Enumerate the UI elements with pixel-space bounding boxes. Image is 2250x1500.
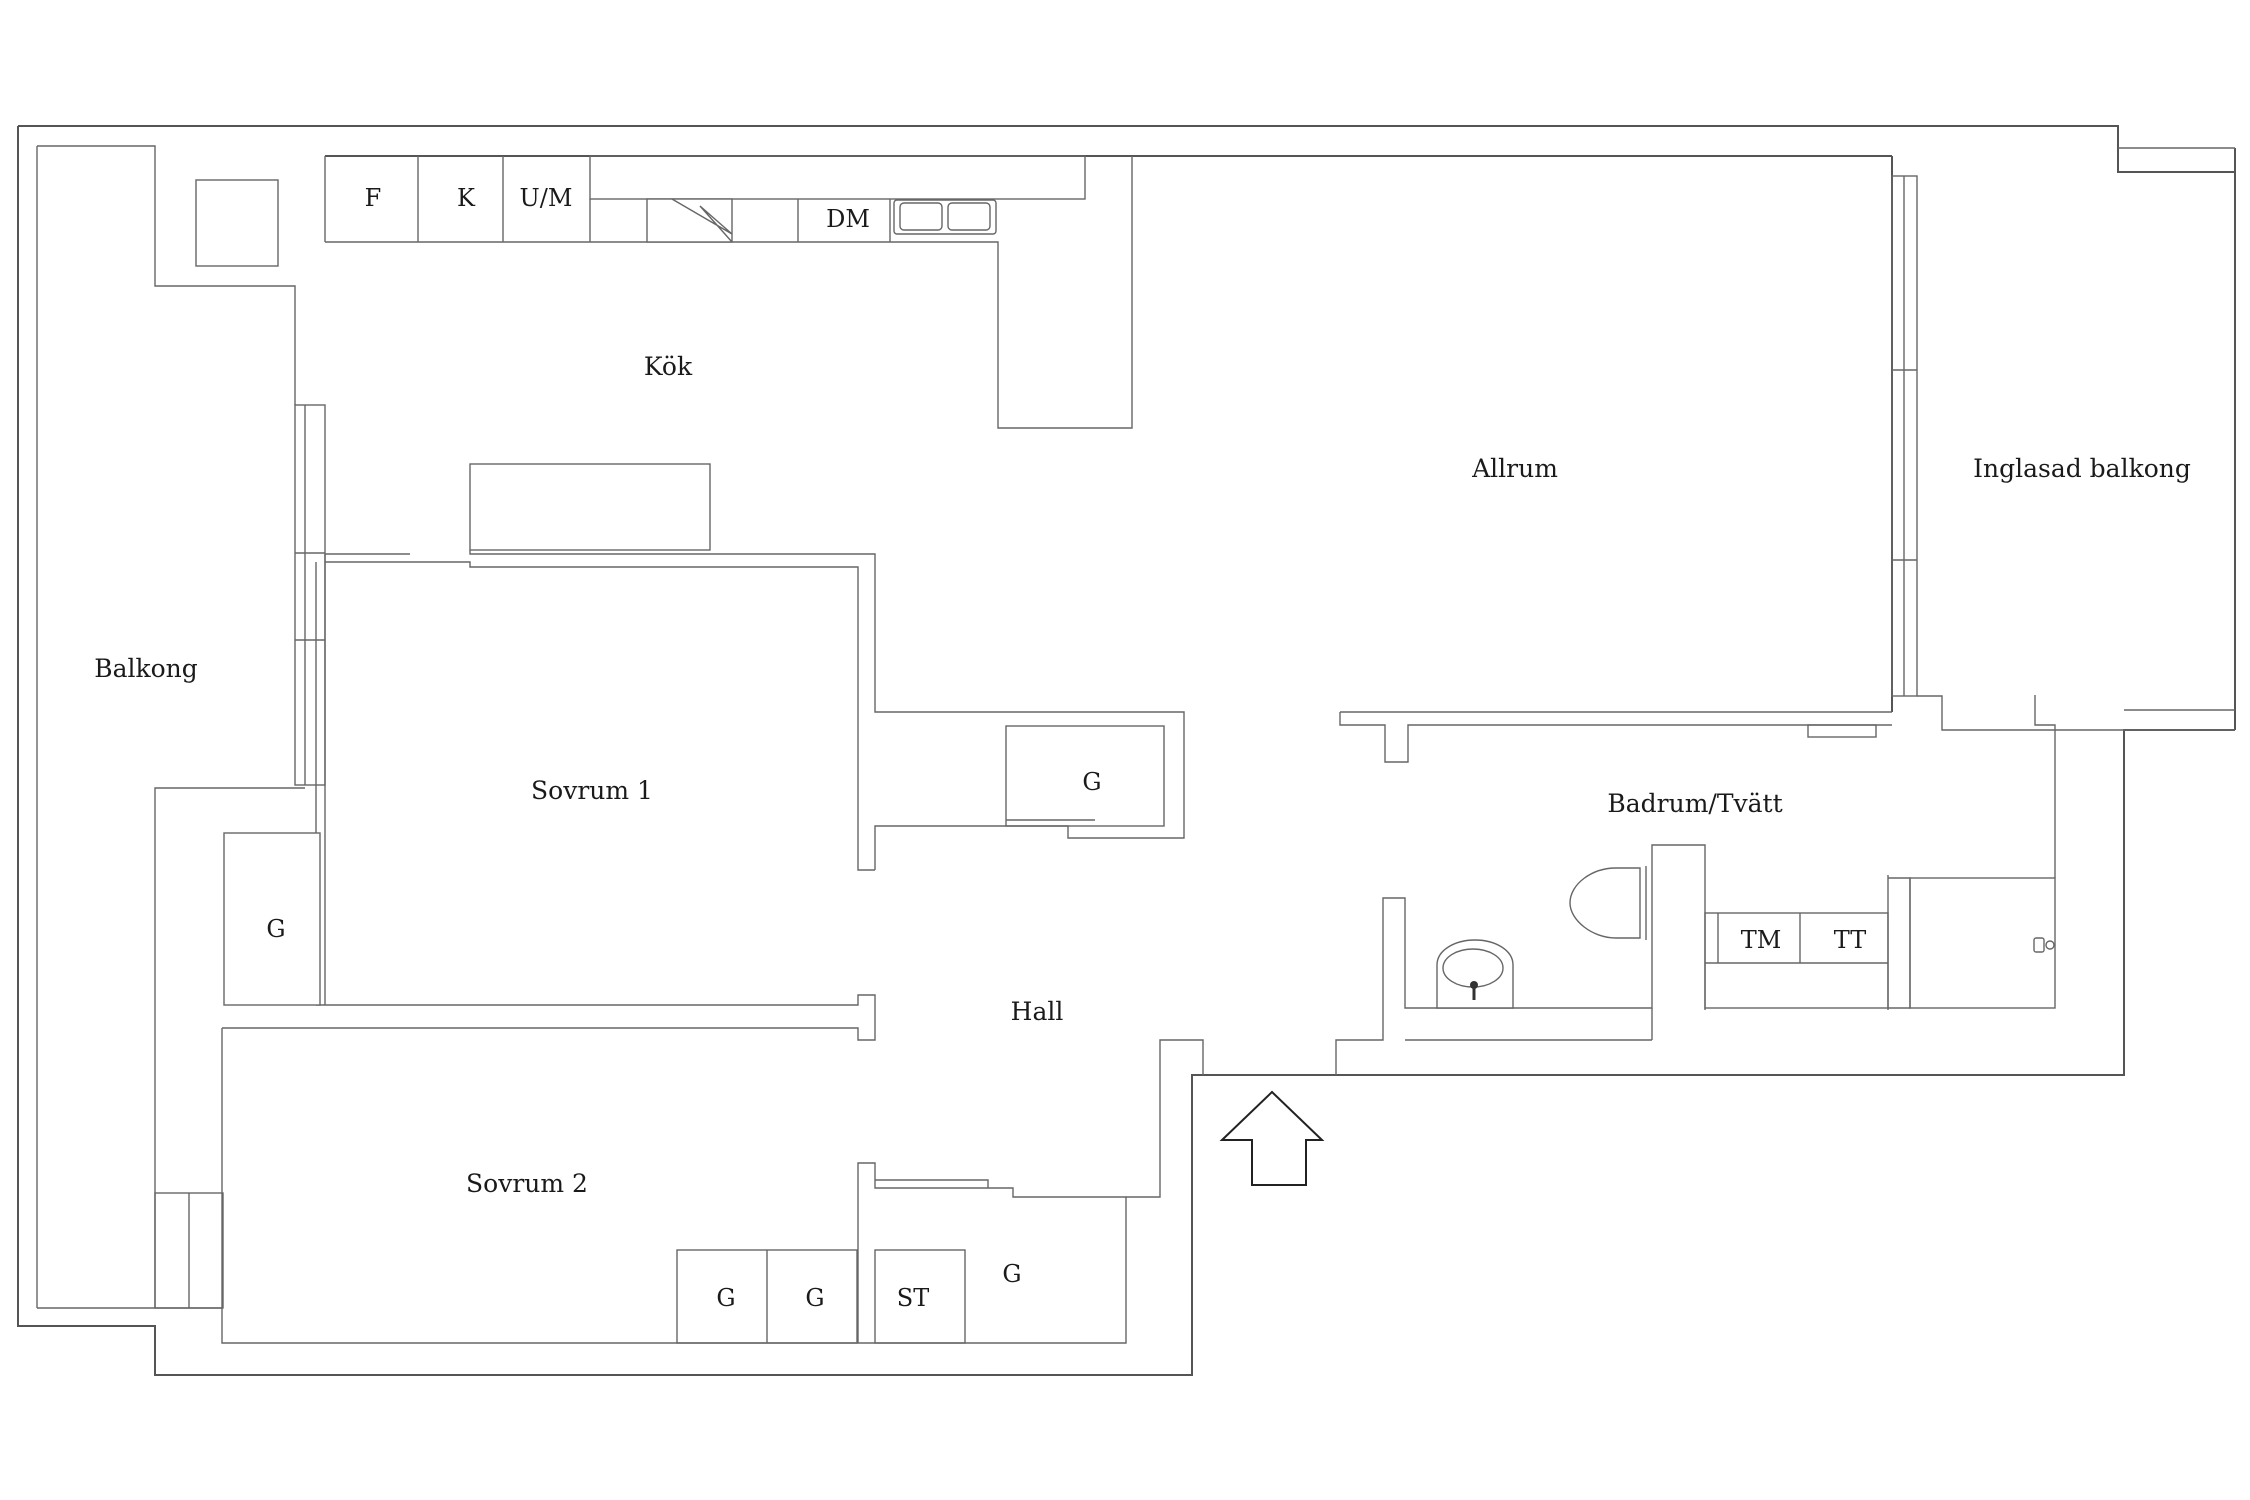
fixture-label-wardrobe-entrance: G bbox=[1002, 1260, 1021, 1288]
fixture-label-freezer: K bbox=[457, 184, 476, 212]
room-label-kok: Kök bbox=[644, 352, 693, 381]
bathroom-walls bbox=[1335, 695, 2056, 1075]
fixture-label-wardrobe-sovrum2-a: G bbox=[716, 1284, 735, 1312]
sovrum-2-walls bbox=[221, 1028, 1204, 1344]
upper-cabinet bbox=[589, 155, 1086, 200]
fixture-label-fridge: F bbox=[365, 184, 382, 212]
shower-area bbox=[1909, 877, 2056, 1009]
room-label-inglasad-balkong: Inglasad balkong bbox=[1973, 454, 2191, 483]
fixture-label-oven: U/M bbox=[520, 184, 573, 212]
outer-walls bbox=[17, 125, 2236, 1376]
entrance-arrow-icon bbox=[1219, 1090, 1325, 1186]
balkong-area bbox=[36, 145, 326, 1309]
sink-icon bbox=[1436, 939, 1514, 1009]
fixture-label-dishwasher: DM bbox=[826, 205, 870, 233]
sovrum-1-walls bbox=[222, 550, 1185, 1041]
fixture-label-dryer: TT bbox=[1834, 926, 1866, 954]
fixture-label-storage: ST bbox=[897, 1284, 929, 1312]
room-label-allrum: Allrum bbox=[1471, 454, 1558, 483]
room-label-hall: Hall bbox=[1011, 997, 1064, 1026]
room-label-sovrum-1: Sovrum 1 bbox=[531, 776, 653, 805]
toilet-icon bbox=[1569, 866, 1647, 940]
allrum-walls bbox=[1339, 156, 2235, 763]
fixture-label-washer: TM bbox=[1741, 926, 1782, 954]
kitchen-island bbox=[469, 463, 711, 551]
room-label-badrum: Badrum/Tvätt bbox=[1607, 789, 1782, 818]
stove-icon bbox=[646, 198, 733, 243]
kitchen-sink-icon bbox=[893, 199, 997, 235]
fixture-label-wardrobe-hall: G bbox=[1082, 768, 1101, 796]
wardrobe bbox=[223, 832, 321, 1006]
room-label-balkong: Balkong bbox=[94, 654, 198, 683]
storage bbox=[874, 1249, 966, 1344]
chimney bbox=[195, 179, 279, 267]
fixture-label-wardrobe-sovrum2-b: G bbox=[805, 1284, 824, 1312]
room-label-sovrum-2: Sovrum 2 bbox=[466, 1169, 588, 1198]
wardrobe bbox=[1005, 725, 1165, 827]
fixture-label-wardrobe-sovrum1: G bbox=[266, 915, 285, 943]
shower-icon bbox=[2033, 937, 2055, 953]
kitchen bbox=[324, 155, 1892, 551]
